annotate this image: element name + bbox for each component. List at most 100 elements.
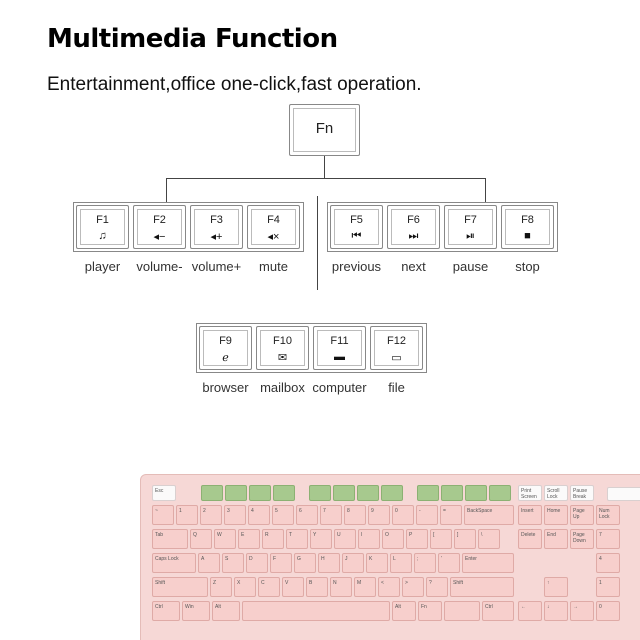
key-label: F10 (273, 335, 292, 347)
keyboard-key-pause: Pause Break (570, 485, 594, 501)
keyboard-key-home: Home (544, 505, 568, 525)
keyboard-fkey (465, 485, 487, 501)
keyboard-key: G (294, 553, 316, 573)
key-caption: computer (312, 380, 367, 395)
key-f4: F4◂× (247, 205, 300, 249)
keyboard-key: R (262, 529, 284, 549)
keyboard-fkey (309, 485, 331, 501)
mute-icon: ◂× (267, 231, 280, 243)
key-label: F1 (96, 214, 109, 226)
key-f7: F7⏯ (444, 205, 497, 249)
previous-track-icon: ⏮ (351, 230, 362, 242)
keyboard-key: 6 (296, 505, 318, 525)
keyboard-fkey (333, 485, 355, 501)
keyboard-key: M (354, 577, 376, 597)
keyboard-key: I (358, 529, 380, 549)
key-label: F12 (387, 335, 406, 347)
keyboard-key: - (416, 505, 438, 525)
keyboard-key-insert: Insert (518, 505, 542, 525)
key-caption: browser (202, 380, 249, 395)
keyboard-key: U (334, 529, 356, 549)
key-caption: stop (515, 259, 540, 274)
computer-icon: ▬ (334, 351, 345, 363)
keyboard-key: 1 (596, 577, 620, 597)
keyboard-fkey (201, 485, 223, 501)
key-f3: F3 ◂+ (190, 205, 243, 249)
key-caption: pause (452, 259, 489, 274)
keyboard-key-end: End (544, 529, 568, 549)
keyboard-key: C (258, 577, 280, 597)
key-f1: F1♫ (76, 205, 129, 249)
keyboard-key-alt-right: Alt (392, 601, 416, 621)
keyboard-key: 8 (344, 505, 366, 525)
keyboard-key-backspace: BackSpace (464, 505, 514, 525)
key-f9: F9 ℯ (199, 326, 252, 370)
keyboard-fkey (357, 485, 379, 501)
keyboard-key: O (382, 529, 404, 549)
keyboard-key: 4 (596, 553, 620, 573)
keyboard-fkey (441, 485, 463, 501)
browser-icon: ℯ (222, 352, 229, 364)
keyboard-key: W (214, 529, 236, 549)
keyboard-key: 0 (392, 505, 414, 525)
key-f8: F8■ (501, 205, 554, 249)
volume-up-icon: ◂+ (210, 231, 223, 243)
keyboard-key: 3 (224, 505, 246, 525)
key-label: F2 (153, 214, 166, 226)
volume-down-icon: ◂− (153, 231, 166, 243)
key-f5: F5 ⏮ (330, 205, 383, 249)
keyboard-fkey (489, 485, 511, 501)
keyboard-key: D (246, 553, 268, 573)
keyboard-key: 1 (176, 505, 198, 525)
keyboard-fkey (249, 485, 271, 501)
keyboard-key: ; (414, 553, 436, 573)
key-f6: F6⏭ (387, 205, 440, 249)
keyboard-key: P (406, 529, 428, 549)
keyboard-key: T (286, 529, 308, 549)
keyboard-key-print: Print Screen (518, 485, 542, 501)
next-track-icon: ⏭ (408, 230, 419, 242)
keyboard-key: F (270, 553, 292, 573)
fn-key: Fn (289, 104, 360, 156)
keyboard-key: L (390, 553, 412, 573)
keyboard-key-fn: Fn (418, 601, 442, 621)
key-caption: volume+ (191, 259, 242, 274)
keyboard-key-right: → (570, 601, 594, 621)
keyboard-key: E (238, 529, 260, 549)
keyboard-key-up: ↑ (544, 577, 568, 597)
folder-icon: ▭ (391, 352, 402, 364)
key-caption: volume- (136, 259, 183, 274)
keyboard-key-tab: Tab (152, 529, 188, 549)
key-label: F7 (464, 214, 477, 226)
keyboard-key: ? (426, 577, 448, 597)
key-label: F3 (210, 214, 223, 226)
keyboard-key: > (402, 577, 424, 597)
keyboard-key-ctrl-right: Ctrl (482, 601, 514, 621)
keyboard-key: 7 (320, 505, 342, 525)
key-label: F5 (350, 214, 363, 226)
key-label: F9 (219, 335, 232, 347)
keyboard-key: 0 (596, 601, 620, 621)
keyboard-key: B (306, 577, 328, 597)
page-title: Multimedia Function (47, 24, 338, 54)
mail-icon: ✉ (277, 352, 288, 364)
key-f11: F11 ▬ (313, 326, 366, 370)
stop-icon: ■ (524, 230, 531, 242)
key-label: F11 (330, 335, 349, 347)
keyboard-key: = (440, 505, 462, 525)
keyboard-key-menu (444, 601, 480, 621)
keyboard-key: S (222, 553, 244, 573)
keyboard-key-shift-left: Shift (152, 577, 208, 597)
fn-key-label: Fn (315, 120, 334, 137)
key-f2: F2 ◂− (133, 205, 186, 249)
keyboard-key: [ (430, 529, 452, 549)
keyboard-key: ' (438, 553, 460, 573)
keyboard-key-pgdn: Page Down (570, 529, 594, 549)
keyboard-key: 5 (272, 505, 294, 525)
keyboard-key-numlock: Num Lock (596, 505, 620, 525)
keyboard-key-scroll: Scroll Lock (544, 485, 568, 501)
keyboard-key: 4 (248, 505, 270, 525)
keyboard-key-ctrl-left: Ctrl (152, 601, 180, 621)
keyboard-key-enter: Enter (462, 553, 514, 573)
keyboard-key-alt-left: Alt (212, 601, 240, 621)
